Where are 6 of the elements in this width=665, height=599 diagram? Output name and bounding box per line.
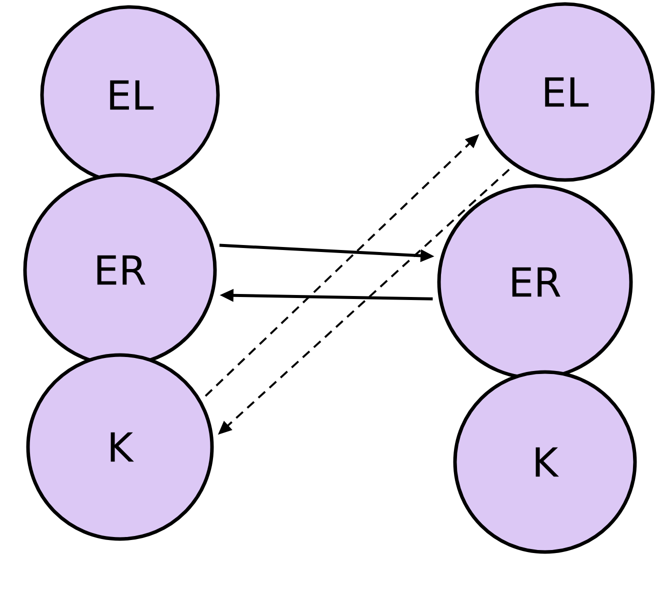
circle-node: ER — [23, 173, 217, 367]
circle-node: K — [453, 370, 637, 554]
circle-node: EL — [475, 2, 655, 182]
circle-node: K — [26, 353, 214, 541]
circle-node: EL — [40, 5, 220, 185]
circle-node: ER — [437, 184, 633, 380]
